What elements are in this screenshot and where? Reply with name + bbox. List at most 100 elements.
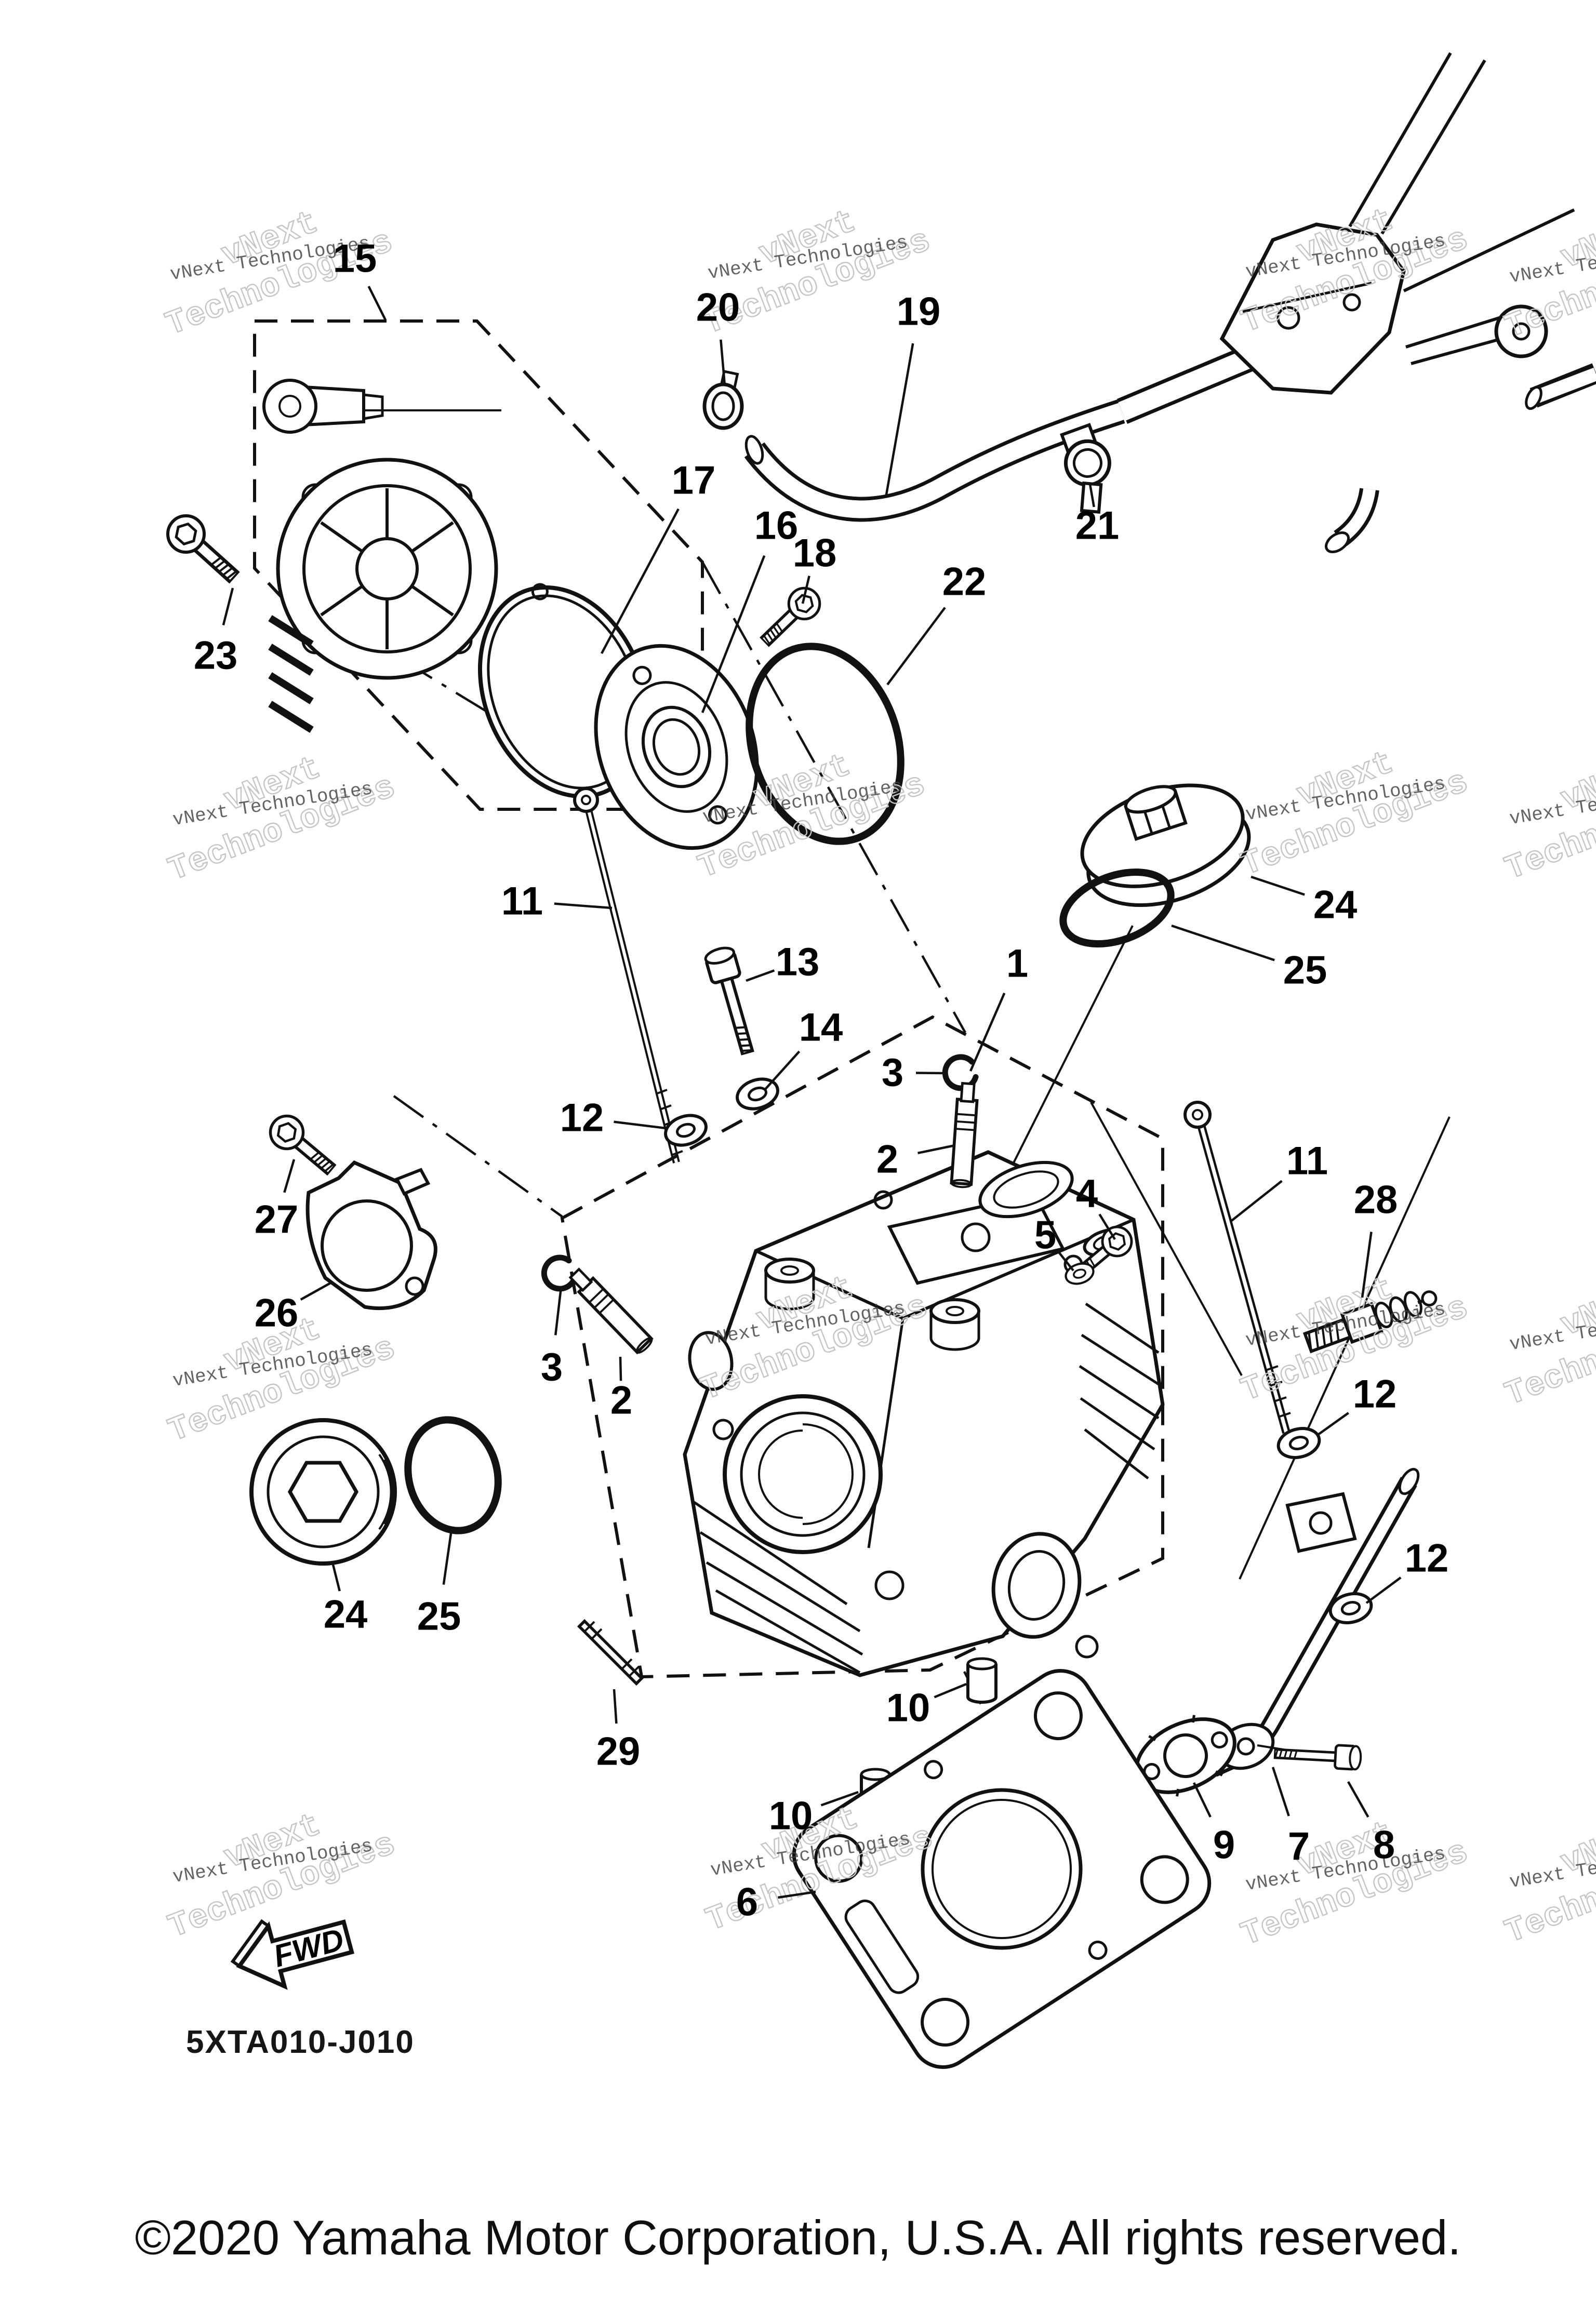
part-code: 5XTA010-J010 (186, 2024, 415, 2060)
callout-20: 20 (696, 286, 740, 386)
oil-cap-24 (1080, 783, 1251, 907)
breather-assembly (161, 319, 826, 850)
pipe-bracket (1285, 1492, 1357, 1553)
callout-number: 2 (876, 1138, 898, 1182)
callout-number: 21 (1075, 504, 1120, 548)
bolt-8 (1273, 1742, 1361, 1769)
callout-leader (886, 607, 946, 686)
callout-leader (701, 555, 766, 713)
callout-28: 28 (1354, 1178, 1398, 1298)
dashed-box-15 (253, 319, 704, 811)
callout-number: 12 (560, 1096, 604, 1140)
damper-10-a (968, 1659, 996, 1702)
callout-leader (554, 1287, 563, 1335)
right-side-assembly (1135, 1101, 1438, 1797)
callout-10: 10 (769, 1791, 859, 1838)
callout-6: 6 (736, 1880, 816, 1925)
fwd-arrow: FWD (230, 1919, 354, 1990)
callout-leader (614, 1120, 667, 1130)
exhaust-gasket-9 (1135, 1715, 1236, 1797)
callout-number: 25 (1283, 949, 1327, 993)
callout-leader (601, 508, 680, 655)
callout-24: 24 (324, 1562, 368, 1637)
fwd-label: FWD (270, 1922, 347, 1974)
bottom-assembly (792, 1659, 1212, 2069)
callout-23: 23 (194, 587, 237, 678)
callout-27: 27 (255, 1159, 299, 1242)
callout-leader (1251, 875, 1305, 896)
callout-number: 14 (799, 1006, 843, 1050)
bolt-13 (704, 945, 762, 1058)
o-ring-22 (746, 643, 905, 845)
callout-leader (1315, 1412, 1349, 1437)
callout-12: 12 (1315, 1372, 1396, 1437)
head-gasket-6 (792, 1669, 1212, 2069)
callout-leader (1098, 1213, 1116, 1240)
callout-5: 5 (1034, 1213, 1074, 1272)
hose-holder-21 (1060, 423, 1111, 514)
stud-29 (577, 1619, 644, 1686)
callout-leader (1271, 1767, 1290, 1817)
callout-number: 2 (610, 1379, 632, 1423)
callout-number: 26 (255, 1291, 299, 1335)
callout-14: 14 (764, 1006, 843, 1091)
callout-number: 5 (1034, 1213, 1056, 1258)
callout-2: 2 (610, 1356, 632, 1423)
callout-leader (746, 969, 775, 982)
o-ring-25-right (1059, 869, 1175, 947)
callout-number: 17 (672, 459, 716, 503)
callout-number: 24 (1313, 883, 1358, 927)
callout-number: 27 (255, 1198, 299, 1242)
callout-number: 1 (1006, 942, 1028, 986)
callout-29: 29 (596, 1689, 641, 1774)
stud-11-right (1183, 1101, 1291, 1434)
callout-leader (331, 1562, 341, 1592)
callout-number: 8 (1373, 1823, 1395, 1867)
callout-number: 29 (596, 1730, 641, 1774)
callout-18: 18 (793, 531, 837, 604)
callout-leader (1192, 1782, 1212, 1818)
bolt-27 (264, 1110, 342, 1183)
callout-number: 3 (882, 1051, 903, 1095)
callout-21: 21 (1075, 484, 1120, 548)
callout-leader (222, 587, 234, 626)
callout-17: 17 (601, 459, 716, 655)
callout-number: 12 (1405, 1537, 1449, 1581)
callout-13: 13 (746, 940, 819, 984)
callout-number: 6 (736, 1880, 758, 1925)
callout-number: 19 (897, 290, 941, 334)
callout-number: 18 (793, 531, 837, 576)
callout-22: 22 (886, 560, 986, 686)
callout-number: 9 (1213, 1823, 1235, 1867)
callout-19: 19 (884, 290, 941, 498)
bolt-23 (161, 509, 247, 592)
callout-3: 3 (541, 1287, 563, 1390)
callout-11: 11 (1229, 1139, 1328, 1223)
callout-leader (820, 1791, 859, 1807)
callout-number: 20 (696, 286, 740, 330)
callout-15: 15 (333, 237, 387, 321)
callout-leader (367, 286, 387, 321)
bracket-assembly (264, 1110, 437, 1310)
callout-1: 1 (969, 942, 1028, 1072)
callout-number: 24 (324, 1593, 368, 1637)
callout-leader (1361, 1232, 1373, 1298)
callout-number: 11 (501, 879, 543, 924)
spark-plug-28 (1302, 1290, 1438, 1354)
callout-leader (884, 343, 914, 498)
callout-leader (969, 992, 1006, 1072)
hose-assembly (702, 52, 1596, 553)
callout-leader (1088, 484, 1095, 507)
callout-leader (720, 339, 726, 386)
callout-number: 3 (541, 1345, 563, 1390)
copyright-text: ©2020 Yamaha Motor Corporation, U.S.A. A… (135, 2210, 1461, 2265)
callout-25: 25 (417, 1533, 461, 1639)
